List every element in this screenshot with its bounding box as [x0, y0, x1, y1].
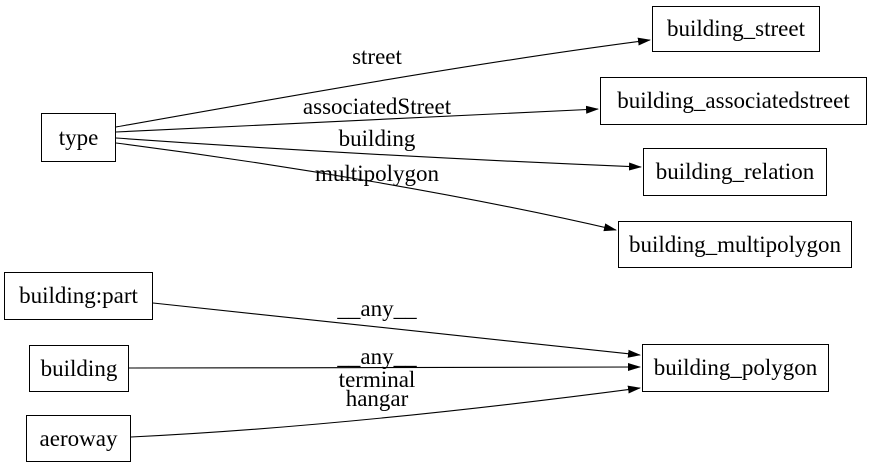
edge-type-building-street — [115, 37, 651, 128]
node-building-street: building_street — [652, 6, 820, 52]
edge-label-terminal-hangar: terminal hangar — [338, 367, 416, 411]
node-building-polygon: building_polygon — [642, 344, 829, 392]
edge-building-building-polygon — [128, 363, 641, 372]
node-type: type — [41, 113, 116, 162]
edge-aeroway-building-polygon — [130, 385, 641, 438]
edge-label-building: building — [338, 126, 416, 151]
node-building-part: building:part — [4, 272, 153, 320]
node-building-associatedstreet: building_associatedstreet — [600, 77, 867, 125]
node-building-multipolygon: building_multipolygon — [618, 221, 852, 268]
edge-type-building-relation — [115, 137, 642, 171]
edge-label-multipolygon: multipolygon — [315, 161, 439, 186]
node-building: building — [29, 345, 129, 392]
edge-label-associatedstreet: associatedStreet — [302, 94, 452, 119]
node-building-relation: building_relation — [643, 148, 827, 196]
edge-type-building-multipolygon — [115, 142, 617, 232]
edge-label-any-2: __any__ — [337, 344, 417, 369]
edge-buildingpart-building-polygon — [152, 302, 641, 358]
node-aeroway: aeroway — [26, 415, 131, 462]
edge-label-street: street — [352, 44, 402, 69]
edge-label-any-1: __any__ — [337, 296, 417, 321]
